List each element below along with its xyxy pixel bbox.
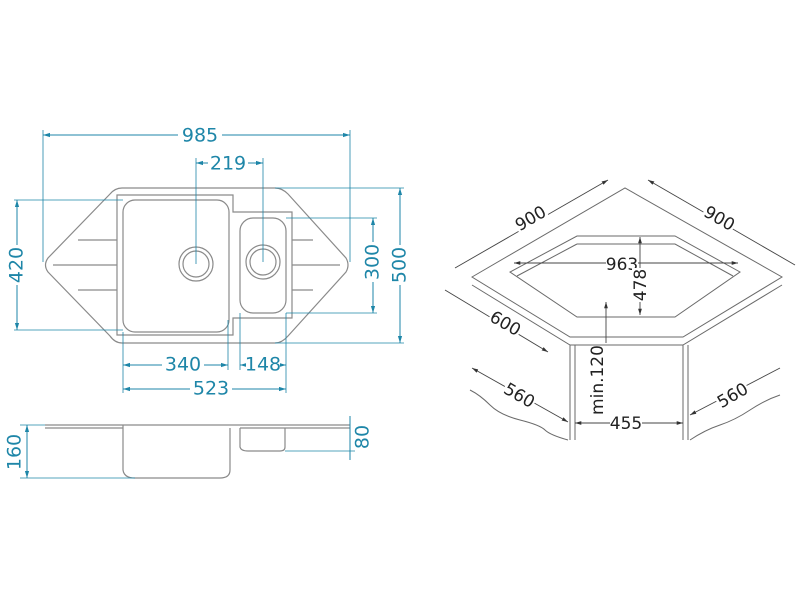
dim-bowls-total-width: 523 bbox=[193, 378, 229, 400]
sink-side-view: 160 80 bbox=[4, 416, 374, 479]
dim-cabinet-front: 455 bbox=[610, 414, 642, 434]
dim-small-bowl-depth: 300 bbox=[362, 244, 384, 280]
side-profile bbox=[45, 424, 350, 479]
dimension-labels: 985 219 420 300 500 340 148 523 bbox=[6, 125, 411, 400]
dim-main-bowl-depth: 420 bbox=[6, 247, 28, 283]
dim-overall-width: 985 bbox=[182, 125, 218, 147]
extension-lines bbox=[14, 130, 404, 393]
sink-top-view: 985 219 420 300 500 340 148 523 bbox=[6, 125, 411, 400]
dim-drain-spacing: 219 bbox=[210, 153, 246, 175]
cutout-inner bbox=[516, 243, 734, 277]
dim-small-bowl-height: 80 bbox=[352, 425, 374, 449]
sink-rim bbox=[116, 194, 293, 336]
dim-overall-depth: 500 bbox=[389, 247, 411, 283]
wall-right bbox=[689, 394, 781, 441]
drainer-grooves bbox=[53, 239, 340, 291]
dim-cutout-depth: 478 bbox=[631, 269, 651, 301]
dim-main-bowl-width: 340 bbox=[165, 354, 201, 376]
installation-view: 900 900 963 478 600 min.120 560 560 455 bbox=[444, 179, 796, 441]
main-bowl bbox=[122, 199, 230, 333]
dim-front-clearance: min.120 bbox=[588, 345, 608, 415]
cutout-outer bbox=[509, 235, 741, 318]
dim-cutout-width: 963 bbox=[606, 255, 638, 275]
countertop-outline bbox=[471, 187, 783, 346]
dim-main-bowl-height: 160 bbox=[4, 434, 26, 470]
dim-small-bowl-width: 148 bbox=[245, 354, 281, 376]
